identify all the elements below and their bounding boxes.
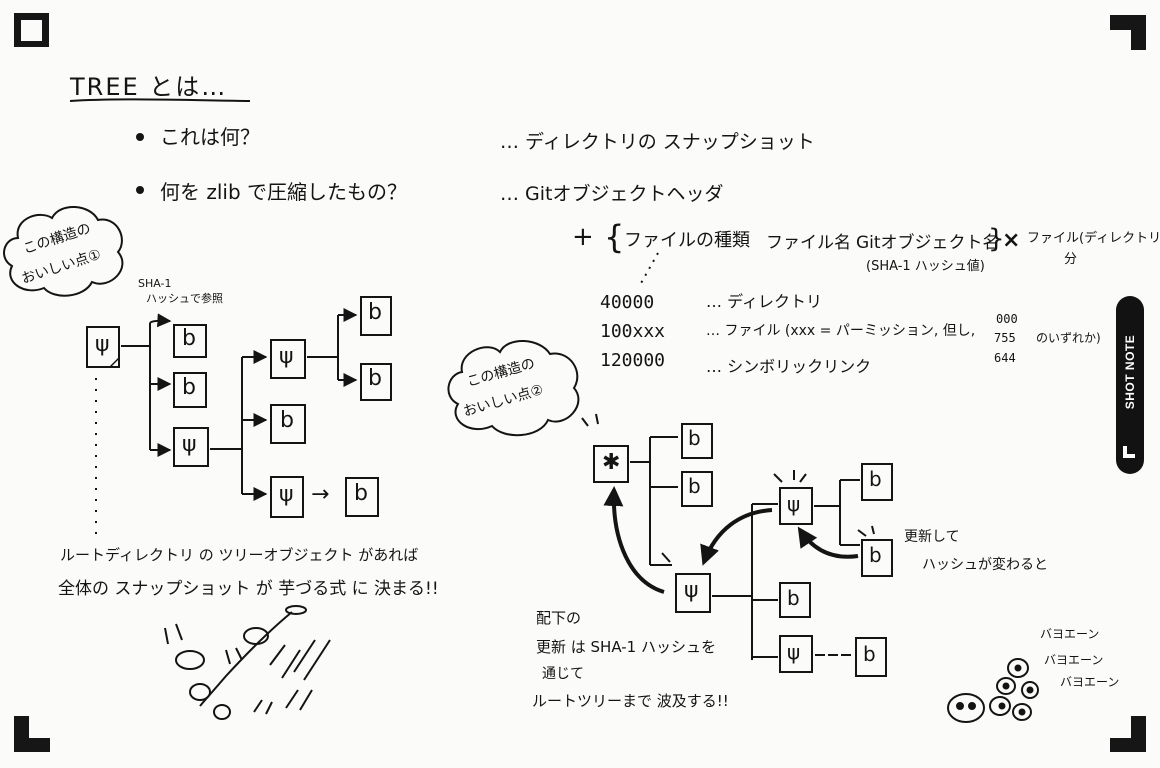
formula-multiplier-line2: 分 bbox=[1064, 252, 1078, 267]
bubble-creature-doodle bbox=[947, 658, 1039, 723]
mode-desc-file: … ファイル (xxx = パーミッション, 但し, bbox=[706, 323, 976, 339]
left-blob-6-glyph: b bbox=[354, 481, 368, 506]
mode-desc-symlink: … シンボリックリンク bbox=[706, 357, 872, 376]
left-blob-node-2 bbox=[173, 372, 207, 408]
right-blob-node-5 bbox=[855, 637, 887, 677]
formula-multiplier-line1: ファイル(ディレクトリ) bbox=[1027, 231, 1160, 246]
left-root-tree-glyph: ψ bbox=[95, 332, 110, 357]
right-updated-blob-node bbox=[861, 539, 893, 577]
right-upper-tree-glyph: ψ bbox=[787, 492, 801, 516]
page-title: TREE とは… bbox=[70, 73, 228, 101]
left-subtree-2-node bbox=[270, 339, 306, 379]
right-blob-node-1 bbox=[681, 423, 713, 459]
left-blob-1-glyph: b bbox=[182, 326, 196, 351]
left-blob-node-3 bbox=[270, 404, 306, 444]
right-mid-tree-node bbox=[675, 573, 711, 613]
right-upper-tree-node bbox=[779, 487, 813, 525]
mode-perm-000: 000 bbox=[996, 312, 1018, 326]
bullet-2-answer: … Gitオブジェクトヘッダ bbox=[500, 183, 724, 205]
update-note-line1: 更新して bbox=[904, 529, 960, 545]
right-blob-2-glyph: b bbox=[688, 474, 701, 498]
right-mid-tree-glyph: ψ bbox=[684, 578, 699, 603]
right-blob-node-3 bbox=[779, 582, 811, 618]
left-blob-node-1 bbox=[173, 324, 207, 358]
mode-perm-755: 755 bbox=[994, 331, 1016, 345]
update-note-line2: ハッシュが変わると bbox=[922, 557, 1048, 573]
root-note-line2: 全体の スナップショット が 芋づる式 に 決まる!! bbox=[58, 579, 439, 599]
left-subtree-3-node bbox=[270, 476, 304, 518]
left-blob-node-4 bbox=[360, 296, 392, 336]
right-root-tree-glyph: ✱ bbox=[602, 450, 621, 475]
propagate-note-line4: ルートツリーまで 波及する!! bbox=[532, 692, 729, 710]
mode-perm-644: 644 bbox=[994, 351, 1016, 365]
title-underline bbox=[69, 98, 251, 102]
left-blob-3-glyph: b bbox=[280, 408, 294, 433]
right-blob-3-glyph: b bbox=[787, 586, 800, 610]
right-updated-blob-glyph: b bbox=[869, 543, 882, 567]
right-root-tree-node bbox=[593, 445, 629, 483]
bullet-1-question: これは何？ bbox=[160, 125, 260, 149]
root-note-line1: ルートディレクトリ の ツリーオブジェクト があれば bbox=[60, 546, 419, 564]
propagate-note-line3: 通じて bbox=[542, 666, 584, 682]
sha-note-line2: ハッシュで参照 bbox=[146, 292, 223, 305]
mode-code-file: 100xxx bbox=[600, 321, 666, 342]
sha-note-line1: SHA-1 bbox=[138, 277, 172, 290]
left-blob-5-glyph: b bbox=[368, 366, 382, 391]
propagate-note-line2: 更新 は SHA-1 ハッシュを bbox=[536, 638, 716, 656]
corner-mark-bottom-left bbox=[14, 716, 50, 752]
mode-desc-dir: … ディレクトリ bbox=[706, 292, 822, 311]
mode-code-dir: 40000 bbox=[600, 292, 655, 313]
corner-mark-top-right bbox=[1110, 15, 1146, 50]
bullet-2-question: 何を zlib で圧縮したもの？ bbox=[160, 180, 408, 204]
mode-desc-file-tail: のいずれか) bbox=[1036, 331, 1101, 345]
left-blob-2-glyph: b bbox=[182, 375, 196, 400]
formula-times: × bbox=[1002, 228, 1021, 253]
left-root-tree-node bbox=[86, 326, 120, 368]
shotnote-brand-label: SHOT NOTE bbox=[1123, 334, 1137, 410]
formula-close-brace: } bbox=[988, 224, 1005, 254]
formula-field-type: ファイルの種類 bbox=[624, 230, 750, 251]
mode-code-symlink: 120000 bbox=[600, 350, 666, 371]
formula-field-object: Gitオブジェクト名 bbox=[856, 233, 1000, 253]
right-lower-tree-node bbox=[779, 635, 813, 673]
right-blob-node-2 bbox=[681, 471, 713, 507]
propagate-arrow-2 bbox=[700, 508, 773, 566]
bye-note-line1: バヨエーン bbox=[1040, 627, 1100, 641]
right-blob-5-glyph: b bbox=[863, 642, 876, 666]
bullet-1-answer: … ディレクトリの スナップショット bbox=[500, 131, 815, 153]
bubble-1-outline bbox=[3, 205, 124, 297]
left-subtree-node bbox=[173, 427, 209, 467]
left-blob-node-5 bbox=[360, 363, 392, 401]
left-subtree-2-glyph: ψ bbox=[279, 344, 294, 369]
formula-field-object-note: (SHA-1 ハッシュ値) bbox=[866, 259, 985, 274]
left-blob-4-glyph: b bbox=[368, 300, 382, 325]
left-blob-node-6 bbox=[345, 477, 379, 517]
right-blob-4-glyph: b bbox=[869, 467, 882, 491]
corner-mark-top-left bbox=[14, 13, 49, 47]
propagate-arrow-3 bbox=[603, 486, 665, 594]
left-subtree-glyph: ψ bbox=[182, 432, 197, 457]
bubble-2-outline bbox=[447, 339, 580, 437]
bye-note-line3: バヨエーン bbox=[1060, 675, 1120, 689]
left-subtree-3-glyph: ψ bbox=[279, 482, 294, 507]
left-arrow-glyph: → bbox=[311, 482, 330, 507]
right-blob-1-glyph: b bbox=[688, 426, 701, 450]
bullet-dot-1 bbox=[136, 133, 144, 141]
formula-field-name: ファイル名 bbox=[766, 233, 851, 253]
shotnote-brand-bar bbox=[1116, 296, 1144, 474]
mushroom-doodle bbox=[164, 605, 331, 720]
propagate-note-line1: 配下の bbox=[536, 609, 582, 627]
right-blob-node-4 bbox=[861, 463, 893, 501]
right-lower-tree-glyph: ψ bbox=[787, 640, 801, 664]
bullet-dot-2 bbox=[136, 186, 144, 194]
formula-open-brace: { bbox=[604, 218, 625, 256]
bye-note-line2: バヨエーン bbox=[1044, 653, 1104, 667]
corner-mark-bottom-right bbox=[1110, 716, 1146, 752]
propagate-arrow-1 bbox=[797, 526, 859, 559]
shotnote-logo-icon bbox=[1123, 446, 1135, 458]
formula-plus: + bbox=[572, 222, 594, 252]
